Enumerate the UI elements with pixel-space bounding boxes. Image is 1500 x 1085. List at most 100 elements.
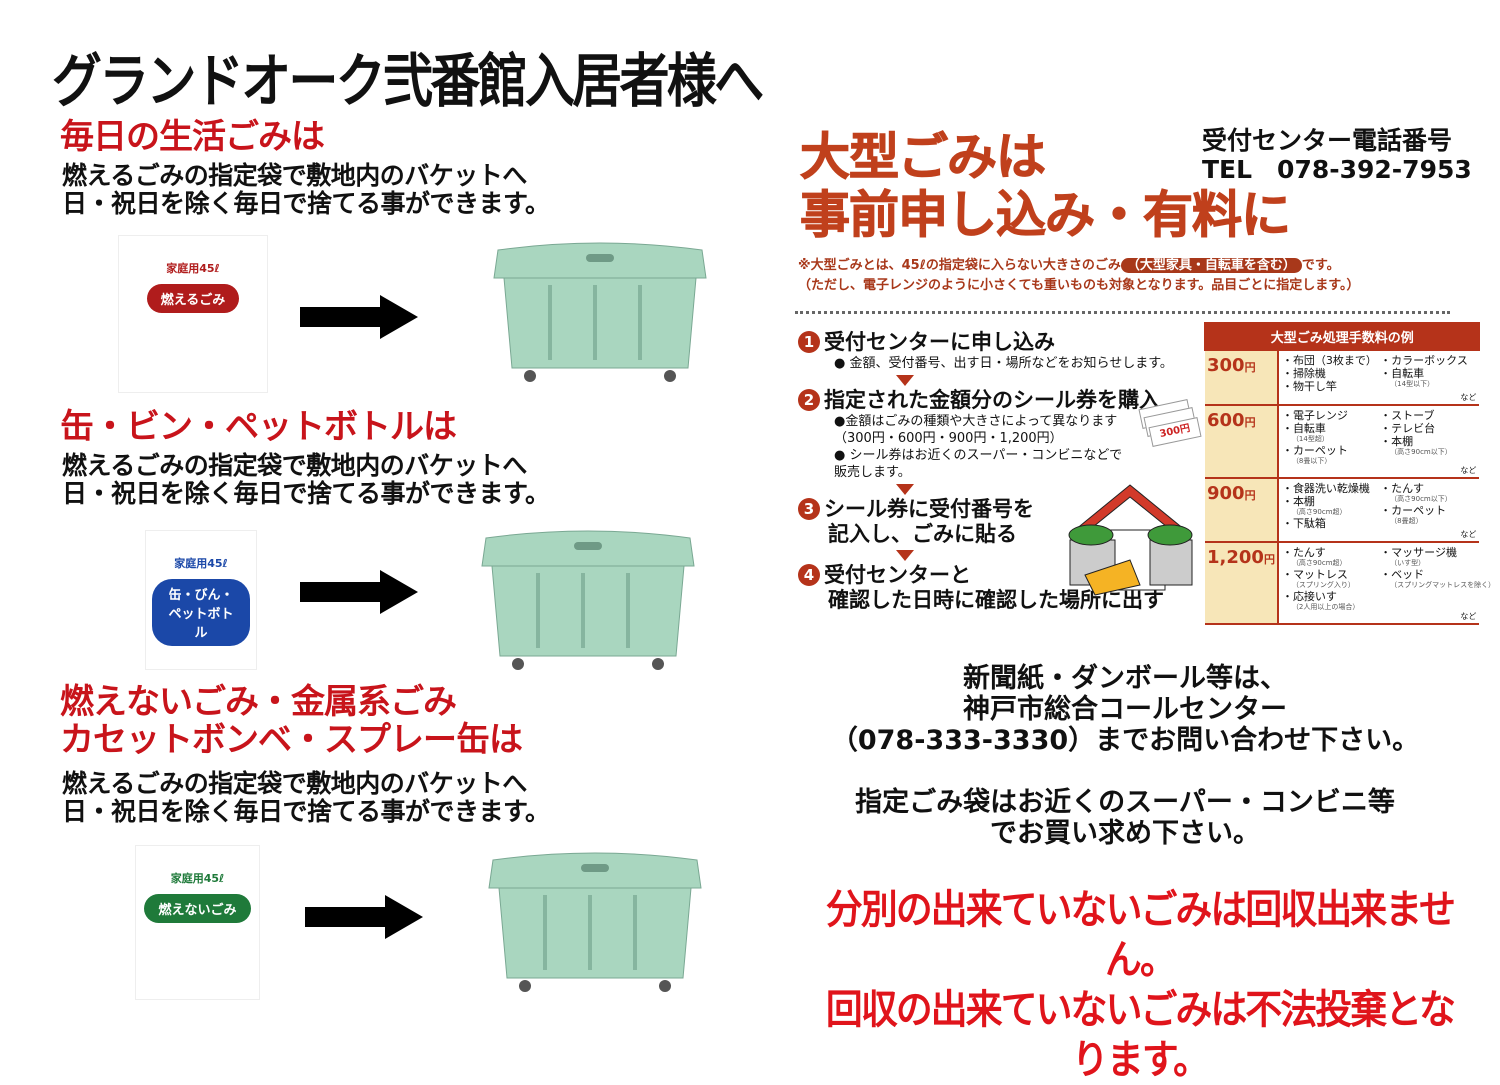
warning-line: 分別の出来ていないごみは回収出来ません。 — [825, 887, 1456, 983]
fee-item: 本棚 — [1391, 435, 1414, 448]
house-illustration — [1068, 484, 1193, 596]
fee-item: 自転車 — [1292, 422, 1326, 435]
fee-item-note: （いす型） — [1390, 559, 1426, 567]
fee-row: 900円・食器洗い乾燥機・本棚（高さ90cm超）・下駄箱・たんす（高さ90cm以… — [1205, 478, 1480, 543]
step-number: 4 — [798, 564, 820, 586]
section-text-line: 燃えるごみの指定袋で敷地内のバケットへ — [62, 451, 527, 480]
step-detail: ● 金額、受付番号、出す日・場所などをお知らせします。 — [834, 356, 1173, 371]
note-pill: （大型家具・自転車を含む） — [1120, 258, 1302, 273]
fee-item-note: （高さ90cm以下） — [1390, 448, 1452, 456]
bag-brand: 家庭用45ℓ — [174, 557, 228, 570]
step-number: 3 — [798, 498, 820, 520]
info-line: 新聞紙・ダンボール等は、 — [963, 663, 1287, 694]
step-detail: ● シール券はお近くのスーパー・コンビニなどで — [834, 448, 1123, 463]
garbage-bin-image — [490, 240, 710, 389]
step-detail: 販売します。 — [834, 465, 911, 480]
section-text-line: 燃えるごみの指定袋で敷地内のバケットへ — [62, 161, 527, 190]
info-line: でお買い求め下さい。 — [990, 818, 1260, 849]
section-text-line: 日・祝日を除く毎日で捨てる事ができます。 — [62, 189, 550, 218]
bag-label: 燃えるごみ — [146, 284, 240, 313]
fee-item: 電子レンジ — [1292, 409, 1348, 422]
fee-item: 本棚 — [1292, 495, 1315, 508]
fee-row: 600円・電子レンジ・自転車（14型超）・カーペット（8畳以下）・ストーブ・テレ… — [1205, 405, 1480, 479]
phone-number: TEL 078-392-7953 — [1202, 155, 1472, 184]
page-title: グランドオーク弐番館入居者様へ — [52, 47, 764, 115]
fee-item-note: （2人用以上の場合） — [1291, 603, 1360, 611]
price-value: 1,200 — [1207, 547, 1264, 568]
price-value: 900 — [1207, 483, 1245, 504]
divider — [795, 311, 1450, 314]
fee-item: カラーボックス — [1391, 354, 1468, 367]
fee-item: マッサージ機 — [1391, 546, 1457, 559]
arrow-right-icon — [305, 895, 423, 939]
bag-label: 缶・びん・ペットボトル — [152, 579, 250, 646]
section-heading-line: 缶・ビン・ペットボトルは — [60, 407, 457, 447]
section-text: 燃えるごみの指定袋で敷地内のバケットへ日・祝日を除く毎日で捨てる事ができます。 — [62, 770, 550, 826]
etc-label: など — [1460, 393, 1477, 402]
ticket-illustration: 300円 — [1138, 399, 1206, 452]
section-heading-line: 燃えないごみ・金属系ごみ — [60, 682, 457, 722]
fee-item-note: （スプリングマットレスを除く） — [1390, 581, 1496, 589]
fee-item-note: （高さ90cm超） — [1291, 559, 1347, 567]
section-text-line: 日・祝日を除く毎日で捨てる事ができます。 — [62, 479, 550, 508]
fee-price: 1,200円 — [1205, 542, 1279, 625]
oversize-title-line: 大型ごみは — [800, 128, 1047, 187]
bag-brand: 家庭用45ℓ — [170, 872, 225, 885]
garbage-bin-image — [478, 528, 698, 677]
step-title: 記入し、ごみに貼る — [828, 522, 1017, 546]
fee-item: カーペット — [1292, 444, 1348, 457]
fee-item: 下駄箱 — [1292, 517, 1326, 530]
fee-row: 1,200円・たんす（高さ90cm超）・マットレス（スプリング入り）・応接いす（… — [1205, 542, 1496, 625]
yen-unit: 円 — [1263, 553, 1275, 566]
step-number: 2 — [798, 389, 820, 411]
arrow-down-icon — [896, 550, 914, 561]
fee-table-title: 大型ごみ処理手数料の例 — [1203, 322, 1481, 351]
fee-item-note: （14型超） — [1291, 435, 1329, 443]
note-text: ※大型ごみとは、45ℓの指定袋に入らない大きさのごみ — [798, 258, 1121, 273]
info-newspaper: 新聞紙・ダンボール等は、 神戸市総合コールセンター （078-333-3330）… — [780, 663, 1470, 756]
price-value: 600 — [1207, 410, 1245, 431]
fee-item-note: （スプリング入り） — [1291, 581, 1355, 589]
yen-unit: 円 — [1244, 416, 1256, 429]
info-line: 指定ごみ袋はお近くのスーパー・コンビニ等 — [855, 787, 1395, 818]
fee-table-wrap: 大型ごみ処理手数料の例 300円・布団（3枚まで）・掃除機・物干し竿・カラーボッ… — [1203, 322, 1496, 625]
note-text: です。 — [1301, 258, 1340, 273]
section-text: 燃えるごみの指定袋で敷地内のバケットへ日・祝日を除く毎日で捨てる事ができます。 — [62, 162, 550, 218]
note-text: （ただし、電子レンジのように小さくても重いものも対象となります。品目ごとに指定し… — [798, 278, 1360, 293]
arrow-right-icon — [300, 570, 418, 614]
section-text-line: 日・祝日を除く毎日で捨てる事ができます。 — [62, 797, 550, 826]
garbage-bag-image: 家庭用45ℓ 缶・びん・ペットボトル — [145, 530, 257, 670]
fee-price: 300円 — [1205, 350, 1279, 406]
garbage-bin-image — [485, 850, 705, 999]
arrow-down-icon — [896, 375, 914, 386]
info-line: （078-333-3330）までお問い合わせ下さい。 — [830, 725, 1420, 756]
fee-item: 布団（3枚まで） — [1292, 354, 1377, 367]
garbage-bag-image: 家庭用45ℓ 燃えないごみ — [135, 845, 260, 1000]
section-text: 燃えるごみの指定袋で敷地内のバケットへ日・祝日を除く毎日で捨てる事ができます。 — [62, 452, 550, 508]
step-title: 受付センターに申し込み — [824, 330, 1055, 354]
fee-item-note: （8畳超） — [1390, 517, 1423, 525]
price-value: 300 — [1207, 355, 1245, 376]
phone-label: 受付センター電話番号 — [1202, 126, 1453, 155]
bag-brand: 家庭用45ℓ — [166, 262, 220, 275]
oversize-note: ※大型ごみとは、45ℓの指定袋に入らない大きさのごみ（大型家具・自転車を含む）で… — [798, 256, 1448, 296]
step-title: 受付センターと — [824, 563, 971, 587]
fee-item: テレビ台 — [1391, 422, 1436, 435]
fee-item-note: （8畳以下） — [1291, 457, 1332, 465]
section-heading: 缶・ビン・ペットボトルは — [60, 407, 457, 447]
fee-price: 600円 — [1205, 405, 1279, 479]
section-heading-line: カセットボンベ・スプレー缶は — [60, 720, 523, 760]
fee-item: 自転車 — [1391, 367, 1425, 380]
garbage-bag-image: 家庭用45ℓ 燃えるごみ — [118, 235, 268, 393]
section-heading: 毎日の生活ごみは — [60, 118, 325, 156]
yen-unit: 円 — [1244, 489, 1256, 502]
etc-label: など — [1460, 612, 1477, 621]
fee-item: ベッド — [1391, 568, 1425, 581]
step-detail: ●金額はごみの種類や大きさによって異なります — [834, 414, 1118, 429]
fee-item-note: （高さ90cm超） — [1291, 508, 1347, 516]
fee-item: カーペット — [1391, 504, 1447, 517]
